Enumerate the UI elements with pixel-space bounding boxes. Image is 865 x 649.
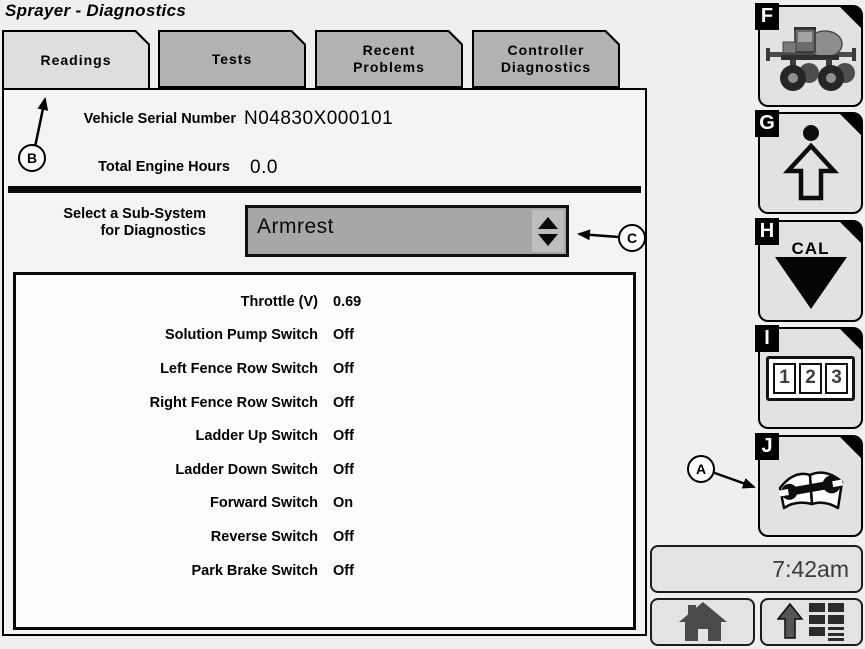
reading-value: Off <box>333 394 354 411</box>
reading-label: Reverse Switch <box>210 528 318 545</box>
reading-row: Reverse Switch Off <box>16 520 633 554</box>
diagnostics-panel: Vehicle Serial Number N04830X000101 Tota… <box>2 88 647 636</box>
reading-row: Park Brake Switch Off <box>16 554 633 588</box>
softkey-corner-icon <box>840 114 861 135</box>
page-title: Sprayer - Diagnostics <box>5 1 187 20</box>
raise-arrow-icon <box>782 125 839 201</box>
reading-value: Off <box>333 360 354 377</box>
home-button[interactable] <box>650 598 755 646</box>
reading-label: Throttle (V) <box>240 293 318 310</box>
engine-hours-label: Total Engine Hours <box>98 159 230 175</box>
tab-recent-problems[interactable]: Recent Problems <box>315 30 463 88</box>
softkey-g-raise[interactable]: G <box>755 110 863 214</box>
reading-label: Ladder Up Switch <box>195 428 318 445</box>
subsystem-dropdown[interactable]: Armrest <box>245 205 569 257</box>
numcell-3: 3 <box>825 362 848 394</box>
reading-row: Ladder Down Switch Off <box>16 453 633 487</box>
reading-label: Solution Pump Switch <box>164 327 318 344</box>
callout-a-arrow <box>711 470 756 489</box>
vehicle-serial-value: N04830X000101 <box>244 108 394 129</box>
vehicle-serial-label: Vehicle Serial Number <box>83 111 236 127</box>
softkey-corner-icon <box>840 437 861 458</box>
reading-value: Off <box>333 528 354 545</box>
reading-value: Off <box>333 428 354 445</box>
subsystem-select-label-line1: Select a Sub-System <box>63 206 206 222</box>
reading-row: Solution Pump Switch Off <box>16 319 633 353</box>
home-icon <box>678 602 727 641</box>
callout-a: A <box>687 455 715 483</box>
subsystem-select-label: Select a Sub-System for Diagnostics <box>10 206 206 240</box>
clock-time: 7:42am <box>772 555 849 582</box>
reading-label: Forward Switch <box>210 495 318 512</box>
tab-readings-label: Readings <box>4 32 148 88</box>
menu-icon <box>776 602 844 641</box>
reading-value: 0.69 <box>333 293 362 310</box>
tab-controller-diagnostics[interactable]: Controller Diagnostics <box>472 30 620 88</box>
softkey-g-label: G <box>755 110 779 137</box>
reading-row: Left Fence Row Switch Off <box>16 352 633 386</box>
cal-down-triangle-icon <box>774 257 847 309</box>
numcell-1: 1 <box>773 362 796 394</box>
reading-value: On <box>333 495 354 512</box>
tab-recent-problems-label: Recent Problems <box>317 32 461 86</box>
cal-text: CAL <box>791 239 830 258</box>
subsystem-dropdown-value: Armrest <box>257 215 334 238</box>
numcell-2: 2 <box>799 362 822 394</box>
softkey-f-label: F <box>755 3 779 30</box>
reading-label: Park Brake Switch <box>191 562 318 579</box>
callout-c: C <box>618 224 646 252</box>
callout-b-arrow <box>33 97 49 148</box>
reading-label: Left Fence Row Switch <box>160 360 318 377</box>
reading-row: Throttle (V) 0.69 <box>16 285 633 319</box>
engine-hours-value: 0.0 <box>250 157 278 178</box>
spinner-up-icon[interactable] <box>538 216 558 229</box>
callout-c-arrow <box>577 229 620 241</box>
readings-list: Throttle (V) 0.69 Solution Pump Switch O… <box>13 272 636 630</box>
softkey-i-numeric-entry[interactable]: I 1 2 3 <box>755 325 863 429</box>
subsystem-dropdown-spinner[interactable] <box>532 210 564 252</box>
callout-b: B <box>18 144 46 172</box>
subsystem-select-label-line2: for Diagnostics <box>100 223 206 239</box>
softkey-h-label: H <box>755 218 779 245</box>
menu-button[interactable] <box>760 598 863 646</box>
section-divider <box>8 186 641 193</box>
reading-value: Off <box>333 461 354 478</box>
softkey-h-calibration[interactable]: H CAL <box>755 218 863 322</box>
softkey-f-sprayer[interactable]: F <box>755 3 863 107</box>
tab-tests-label: Tests <box>160 32 304 86</box>
softkey-i-label: I <box>755 325 779 352</box>
tab-readings[interactable]: Readings <box>2 30 150 90</box>
reading-label: Ladder Down Switch <box>175 461 318 478</box>
softkey-j-diagnostics[interactable]: J <box>755 433 863 537</box>
reading-row: Right Fence Row Switch Off <box>16 386 633 420</box>
calibration-icon: CAL <box>774 239 847 309</box>
tab-controller-diagnostics-label: Controller Diagnostics <box>474 32 618 86</box>
softkey-corner-icon <box>840 329 861 350</box>
reading-value: Off <box>333 562 354 579</box>
softkey-j-label: J <box>755 433 779 460</box>
reading-label: Right Fence Row Switch <box>149 394 318 411</box>
reading-row: Ladder Up Switch Off <box>16 419 633 453</box>
numeric-entry-icon: 1 2 3 <box>766 355 855 401</box>
spinner-down-icon[interactable] <box>538 233 558 246</box>
tab-tests[interactable]: Tests <box>158 30 306 88</box>
sprayer-icon <box>765 27 856 91</box>
clock-display: 7:42am <box>650 545 863 593</box>
diagnostics-book-icon <box>778 471 843 510</box>
reading-value: Off <box>333 327 354 344</box>
reading-row: Forward Switch On <box>16 487 633 521</box>
